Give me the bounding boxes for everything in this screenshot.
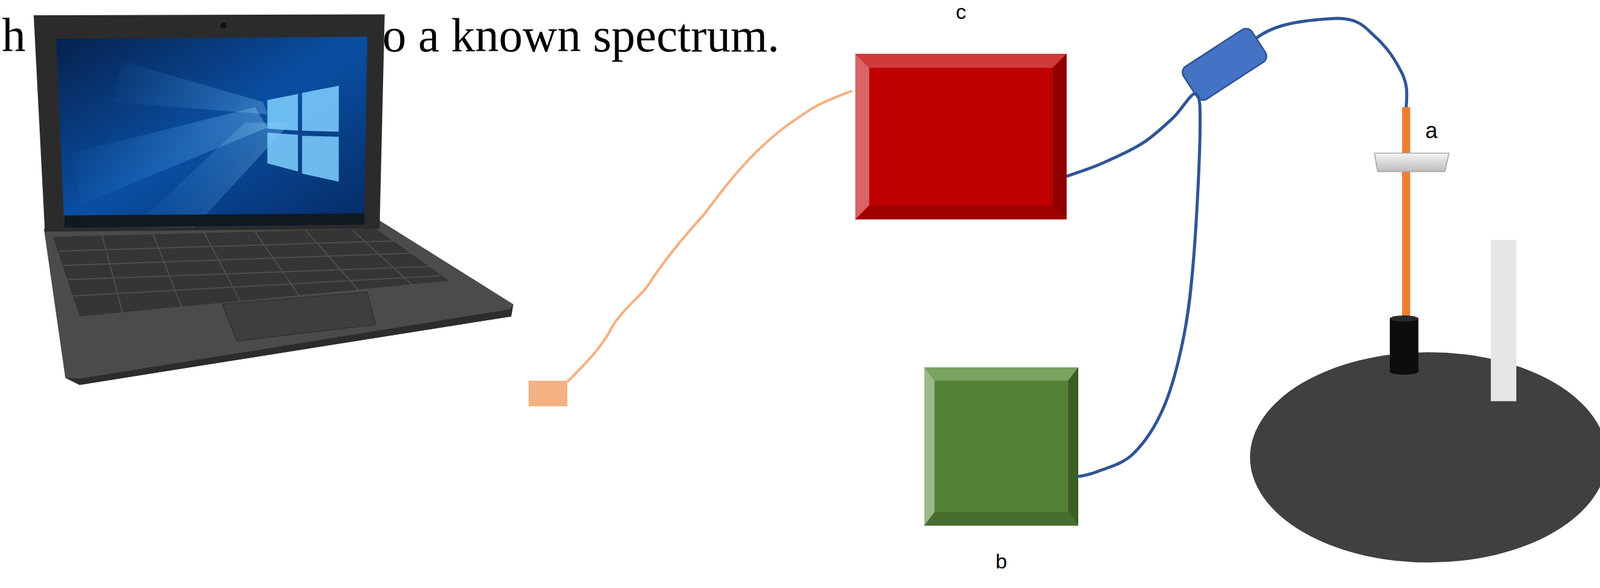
- part-letter: b: [995, 550, 1008, 572]
- bevel-face: [924, 511, 1079, 526]
- sample-holder: [1389, 315, 1419, 375]
- bevel-face: [855, 205, 1067, 220]
- detector-head: [528, 380, 567, 407]
- fiber-coupler: [1179, 25, 1270, 103]
- caption-fragment: o a known spectrum.: [382, 11, 780, 60]
- part-letter: a: [1425, 119, 1438, 142]
- box-bevel: [924, 367, 1079, 526]
- bevel-face: [924, 367, 1079, 526]
- probe-fiber: [1252, 18, 1407, 109]
- caption-fragment: h: [1, 11, 26, 60]
- part-letter: c: [956, 1, 967, 22]
- light-source-box: c: [855, 53, 1067, 220]
- bevel-face: [855, 53, 1067, 220]
- bevel-face: [924, 367, 1079, 381]
- bevel-face: [924, 367, 935, 526]
- bevel-face: [855, 53, 870, 220]
- optical-fiber: [1066, 93, 1200, 476]
- probe-clamp: [1374, 153, 1450, 172]
- bevel-face: [1052, 53, 1067, 220]
- bevel-face: [855, 53, 1067, 68]
- spectrometer-box: b: [924, 367, 1079, 526]
- laptop: [33, 14, 514, 385]
- stand-post: [1490, 239, 1517, 401]
- stage-base: [1249, 351, 1600, 563]
- bevel-face: [1067, 367, 1079, 526]
- probe-rod: [1402, 106, 1411, 318]
- orange-wire: [567, 91, 853, 382]
- box-bevel: [855, 53, 1067, 220]
